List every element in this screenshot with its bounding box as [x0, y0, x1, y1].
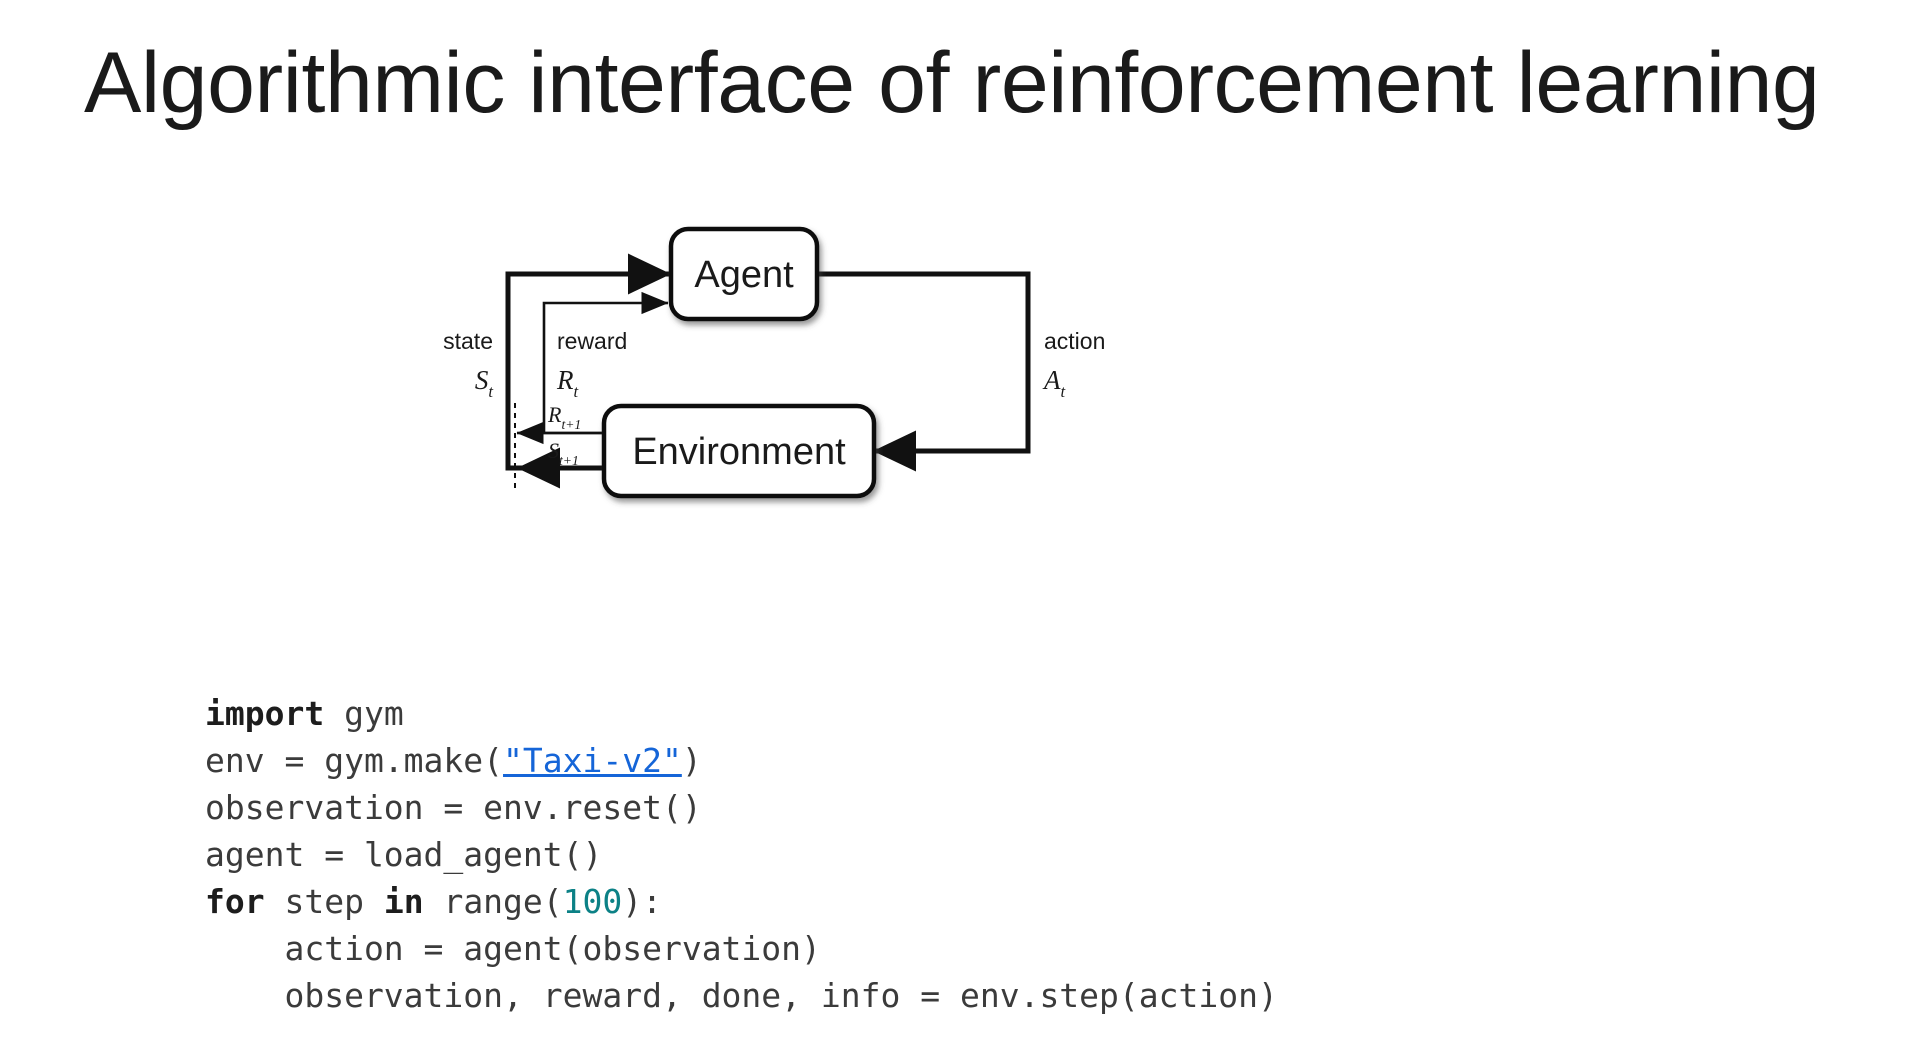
code-line: for step in range(100):	[205, 878, 1278, 925]
svg-text:Rt: Rt	[556, 365, 579, 401]
svg-text:At: At	[1042, 365, 1066, 401]
code-text: )	[681, 741, 702, 780]
code-link-env-id[interactable]: "Taxi-v2"	[503, 741, 682, 780]
edge-label-action: action At	[1042, 328, 1105, 401]
edge-label-state-text: state	[443, 328, 493, 354]
edge-label-reward-text: reward	[557, 328, 627, 354]
code-text: action = agent(observation)	[205, 929, 821, 968]
edge-label-action-text: action	[1044, 328, 1105, 354]
node-environment-label: Environment	[632, 431, 846, 473]
code-text: agent = load_agent()	[205, 835, 603, 874]
code-text: observation, reward, done, info = env.st…	[205, 976, 1278, 1015]
page-title: Algorithmic interface of reinforcement l…	[84, 35, 1820, 131]
code-line: action = agent(observation)	[205, 925, 1278, 972]
code-keyword: in	[383, 882, 424, 921]
edge-symbol-action-sub: t	[1061, 382, 1066, 401]
edge-symbol-next-reward-sub: t+1	[561, 417, 581, 432]
edge-label-next-state: St+1	[548, 438, 579, 468]
edge-symbol-reward-sub: t	[574, 382, 579, 401]
code-number: 100	[562, 882, 623, 921]
code-line: env = gym.make("Taxi-v2")	[205, 737, 1278, 784]
edge-label-reward: reward Rt	[556, 328, 627, 401]
edge-symbol-state-sub: t	[488, 382, 493, 401]
code-keyword: for	[205, 882, 265, 921]
edge-symbol-action: A	[1042, 365, 1061, 395]
node-agent-label: Agent	[694, 254, 794, 296]
code-line: agent = load_agent()	[205, 831, 1278, 878]
code-keyword: import	[205, 694, 325, 733]
rl-interaction-diagram: Agent Environment state St reward Rt act…	[380, 215, 1220, 535]
code-text: gym	[324, 694, 404, 733]
code-line: observation, reward, done, info = env.st…	[205, 972, 1278, 1019]
edge-label-state: state St	[443, 328, 493, 401]
edge-symbol-next-state: S	[548, 438, 559, 463]
code-text: env = gym.make(	[205, 741, 504, 780]
node-environment: Environment	[601, 403, 877, 499]
edge-symbol-state: S	[475, 365, 489, 395]
edge-symbol-next-reward: R	[547, 402, 562, 427]
edge-symbol-reward: R	[556, 365, 574, 395]
code-text: step	[264, 882, 384, 921]
code-line: import gym	[205, 690, 1278, 737]
edge-label-next-reward: Rt+1	[547, 402, 581, 432]
edge-symbol-next-state-sub: t+1	[559, 453, 579, 468]
code-line: observation = env.reset()	[205, 784, 1278, 831]
code-text: observation = env.reset()	[205, 788, 702, 827]
svg-text:St: St	[475, 365, 494, 401]
code-text: range(	[423, 882, 563, 921]
node-agent: Agent	[668, 226, 820, 322]
code-text: ):	[622, 882, 663, 921]
